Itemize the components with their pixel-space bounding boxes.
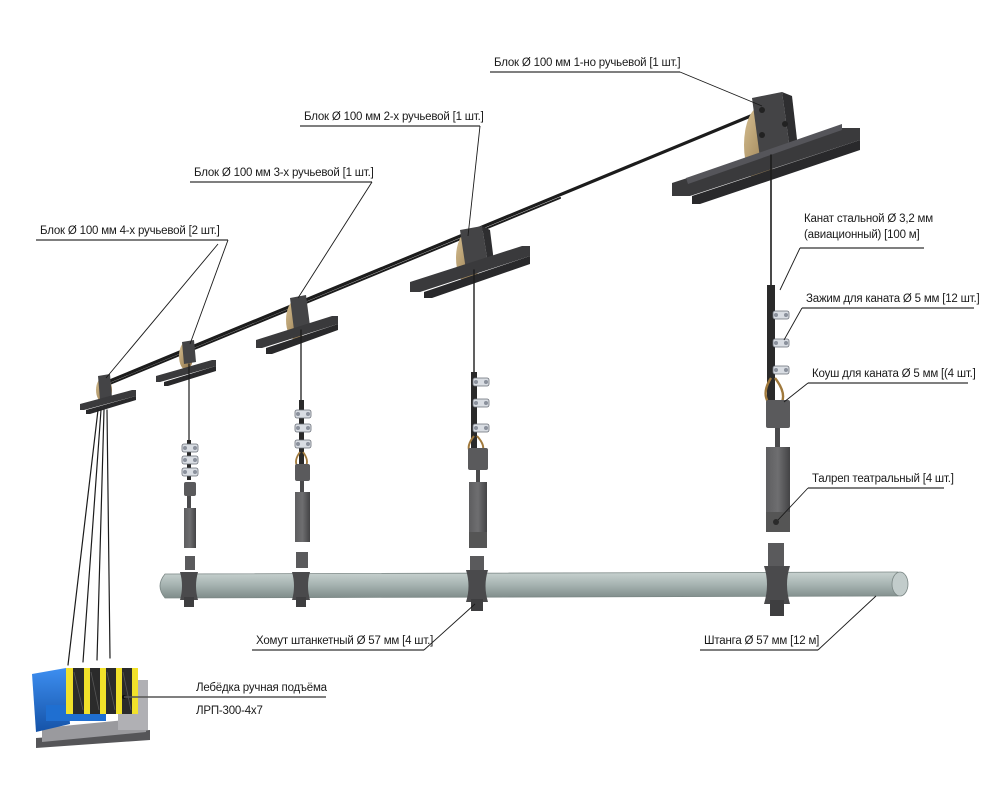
hanger-assembly-2 bbox=[467, 372, 490, 574]
winch-drop-ropes bbox=[67, 409, 111, 666]
block-mount-rail bbox=[672, 128, 860, 196]
block-3-groove bbox=[256, 295, 338, 411]
pipe-clamp bbox=[466, 570, 488, 611]
pipe-clamp bbox=[292, 572, 310, 607]
label-block-3-groove: Блок Ø 100 мм 3-х ручьевой [1 шт.] bbox=[194, 167, 374, 179]
block-4-groove-a bbox=[156, 340, 216, 456]
hanger-assembly-4 bbox=[181, 440, 199, 570]
label-cable-line1: Канат стальной Ø 3,2 мм bbox=[804, 213, 933, 225]
block-2-groove bbox=[410, 226, 530, 386]
winch-gearbox bbox=[32, 668, 70, 732]
label-batten: Штанга Ø 57 мм [12 м] bbox=[704, 635, 819, 647]
hanger-assembly-3 bbox=[294, 400, 312, 568]
label-block-4-groove: Блок Ø 100 мм 4-х ручьевой [2 шт.] bbox=[40, 225, 220, 237]
label-winch-line2: ЛРП-300-4х7 bbox=[196, 705, 263, 717]
manual-winch bbox=[32, 668, 150, 748]
callout-leaders bbox=[36, 71, 974, 698]
label-thimble: Коуш для каната Ø 5 мм [(4 шт.] bbox=[812, 368, 976, 380]
pipe-clamp bbox=[180, 572, 198, 607]
hanger-assembly-1 bbox=[764, 285, 790, 567]
turnbuckle-top bbox=[766, 400, 790, 428]
label-winch-line1: Лебёдка ручная подъёма bbox=[196, 682, 328, 694]
block-1-groove bbox=[672, 92, 860, 381]
block-4-groove-b bbox=[80, 374, 136, 414]
label-turnbuckle: Талреп театральный [4 шт.] bbox=[812, 473, 954, 485]
main-cable-run bbox=[98, 106, 772, 389]
label-block-2-groove: Блок Ø 100 мм 2-х ручьевой [1 шт.] bbox=[304, 111, 484, 123]
label-block-1-groove: Блок Ø 100 мм 1-но ручьевой [1 шт.] bbox=[494, 57, 680, 69]
label-pipe-clamp: Хомут штанкетный Ø 57 мм [4 шт.] bbox=[256, 635, 433, 647]
wire-clamp bbox=[772, 310, 790, 320]
label-cable-line2: (авиационный) [100 м] bbox=[804, 229, 919, 241]
label-wire-clamp: Зажим для каната Ø 5 мм [12 шт.] bbox=[806, 293, 979, 305]
batten-pipe bbox=[159, 566, 909, 616]
pipe-clamp bbox=[764, 566, 790, 616]
